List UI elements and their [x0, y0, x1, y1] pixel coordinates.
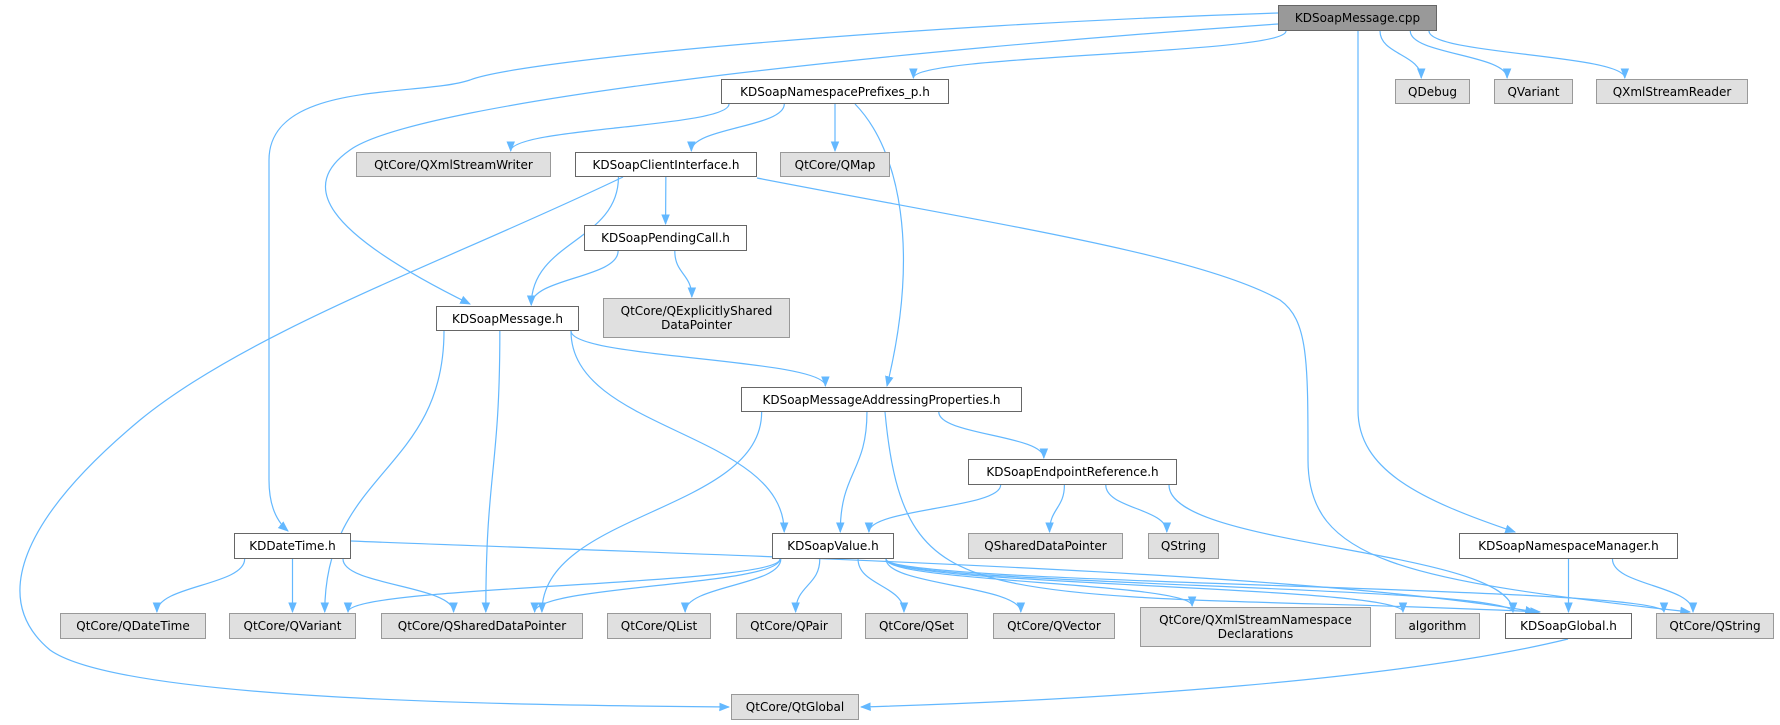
edge-endpoint-to-value	[864, 484, 1002, 534]
edge-cpp-to-qdebug	[1379, 30, 1426, 80]
edge-value-to-global	[885, 558, 1518, 614]
node-message[interactable]: KDSoapMessage.h	[436, 306, 579, 331]
node-pending[interactable]: KDSoapPendingCall.h	[584, 225, 747, 251]
edge-value-to-qlist	[680, 558, 782, 614]
edge-cpp-to-qxmlreader	[1428, 30, 1630, 80]
edge-datetime-to-qshared	[342, 558, 458, 614]
node-qvariant: QtCore/QVariant	[229, 613, 356, 639]
node-qexplicit: QtCore/QExplicitlyShared DataPointer	[603, 298, 790, 338]
edge-value-to-qvariant	[343, 558, 781, 614]
edge-message-to-qshared	[481, 330, 501, 614]
edge-datetime-to-qdatetime	[152, 558, 246, 614]
edge-message-to-addressing	[570, 330, 830, 388]
edge-addressing-to-value	[835, 411, 868, 534]
node-qpair: QtCore/QPair	[736, 613, 842, 639]
node-global[interactable]: KDSoapGlobal.h	[1505, 613, 1632, 639]
edge-cpp-to-datetime	[268, 12, 1279, 532]
node-qshared: QtCore/QSharedDataPointer	[381, 613, 583, 639]
node-value[interactable]: KDSoapValue.h	[772, 533, 894, 559]
node-datetime[interactable]: KDDateTime.h	[234, 533, 351, 559]
node-qmap: QtCore/QMap	[780, 152, 890, 177]
node-qxmlreader: QXmlStreamReader	[1596, 79, 1748, 104]
node-qdebug: QDebug	[1395, 79, 1470, 104]
node-addressing[interactable]: KDSoapMessageAddressingProperties.h	[741, 387, 1022, 412]
node-qxmlwriter: QtCore/QXmlStreamWriter	[356, 152, 551, 177]
node-algorithm: algorithm	[1395, 613, 1480, 639]
edge-addressing-to-global	[884, 411, 1542, 616]
edge-datetime-to-global	[350, 540, 1537, 615]
edge-global-to-qtglobal	[859, 638, 1569, 712]
edge-pending-to-message	[526, 250, 619, 307]
edge-addressing-to-qshared	[537, 411, 763, 614]
edge-client-to-message	[526, 176, 620, 307]
edge-value-to-qvector	[885, 558, 1026, 614]
node-qdatetime: QtCore/QDateTime	[60, 613, 206, 639]
edge-value-to-qstring	[885, 558, 1669, 614]
edge-nsmanager-to-qstring	[1611, 558, 1698, 614]
edge-endpoint-to-global	[1168, 484, 1518, 614]
edge-value-to-qset	[857, 558, 909, 614]
node-qset: QtCore/QSet	[865, 613, 968, 639]
node-prefixes[interactable]: KDSoapNamespacePrefixes_p.h	[721, 79, 949, 104]
node-qshared-plain: QSharedDataPointer	[968, 533, 1123, 559]
node-qstring: QtCore/QString	[1656, 613, 1774, 639]
node-qlist: QtCore/QList	[607, 613, 711, 639]
node-client[interactable]: KDSoapClientInterface.h	[575, 152, 757, 177]
node-qvariant-top: QVariant	[1494, 79, 1573, 104]
edge-client-to-qstring	[756, 177, 1692, 616]
edge-value-to-qxmlns	[885, 558, 1197, 608]
edge-endpoint-to-qshared_plain	[1045, 484, 1065, 534]
node-nsmanager[interactable]: KDSoapNamespaceManager.h	[1459, 533, 1678, 559]
edge-prefixes-to-client	[687, 103, 785, 153]
edge-endpoint-to-qstring_plain	[1105, 484, 1172, 534]
edge-cpp-to-prefixes	[909, 30, 1287, 80]
node-qstring-plain: QString	[1148, 533, 1219, 559]
edge-cpp-to-nsmanager	[1357, 31, 1517, 533]
edge-addressing-to-endpoint	[938, 411, 1049, 460]
edge-prefixes-to-addressing	[854, 103, 904, 388]
edge-message-to-qvariant	[320, 330, 445, 614]
edge-client-to-qtglobal	[19, 176, 731, 712]
edge-cpp-to-message	[324, 23, 1279, 305]
node-endpoint[interactable]: KDSoapEndpointReference.h	[968, 459, 1177, 485]
edge-cpp-to-qvariant_top	[1409, 30, 1512, 80]
node-cpp: KDSoapMessage.cpp	[1278, 5, 1437, 31]
edge-value-to-qpair	[791, 558, 821, 614]
edge-pending-to-qexplicit	[674, 250, 697, 299]
node-qvector: QtCore/QVector	[993, 613, 1115, 639]
edge-message-to-value	[570, 330, 789, 534]
edge-value-to-algorithm	[885, 558, 1408, 614]
node-qxmlns: QtCore/QXmlStreamNamespace Declarations	[1140, 607, 1371, 647]
edge-value-to-qshared	[530, 558, 781, 614]
edge-prefixes-to-qxmlwriter	[506, 103, 730, 153]
node-qtglobal: QtCore/QtGlobal	[731, 694, 859, 720]
